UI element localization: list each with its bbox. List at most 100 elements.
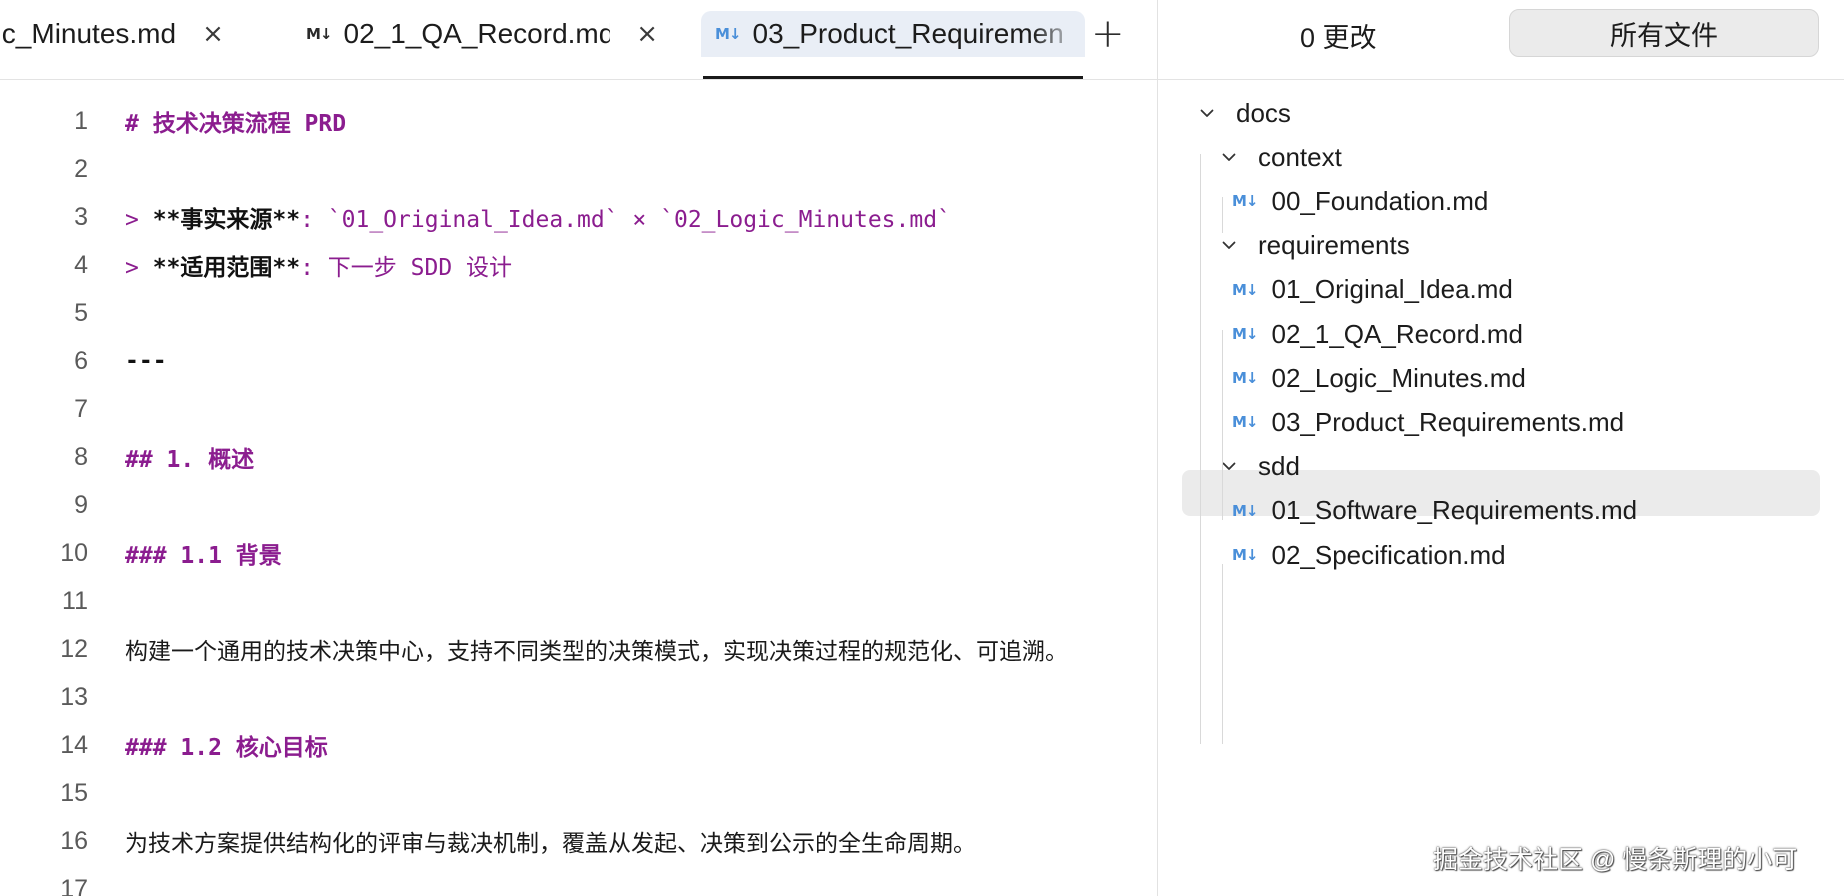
markdown-icon: M↓ bbox=[1232, 325, 1258, 343]
code-line[interactable]: 4 > **适用范围**: 下一步 SDD 设计 bbox=[0, 241, 1157, 289]
code-line[interactable]: 17 bbox=[0, 865, 1157, 896]
tree-item-label: context bbox=[1258, 141, 1342, 172]
close-icon[interactable]: × bbox=[636, 19, 658, 49]
tree-folder-docs[interactable]: docs bbox=[1198, 89, 1291, 137]
indent-guide bbox=[1222, 330, 1223, 520]
code-token: 构建一个通用的技术决策中心，支持不同类型的决策模式，实现决策过程的规范化、可追溯… bbox=[125, 639, 1068, 665]
markdown-icon: M↓ bbox=[1232, 413, 1258, 432]
line-content: # 技术决策流程 PRD bbox=[125, 104, 346, 138]
line-number: 16 bbox=[60, 826, 88, 855]
code-line[interactable]: 8## 1. 概述 bbox=[0, 433, 1157, 481]
tree-file[interactable]: M↓ 02_1_QA_Record.md bbox=[1232, 310, 1523, 358]
sidebar-header: 0 更改 所有文件 bbox=[1158, 0, 1844, 80]
line-number: 5 bbox=[74, 298, 88, 327]
tab-label: 03_Product_Requiremen bbox=[752, 18, 1064, 49]
code-line[interactable]: 3 > **事实来源**: `01_Original_Idea.md` × `02… bbox=[0, 193, 1157, 241]
chevron-down-icon[interactable] bbox=[1220, 153, 1238, 162]
chevron-down-icon[interactable] bbox=[1220, 241, 1238, 250]
code-line[interactable]: 10 ### 1.1 背景 bbox=[0, 529, 1157, 577]
tab-product-requirements[interactable]: M↓ 03_Product_Requiremen bbox=[701, 11, 1085, 57]
tree-folder-context[interactable]: context bbox=[1220, 133, 1342, 181]
code-line[interactable]: 9 bbox=[0, 481, 1157, 529]
markdown-icon: M↓ bbox=[1232, 192, 1258, 211]
tree-item-label: 01_Original_Idea.md bbox=[1271, 274, 1513, 305]
chevron-down-icon[interactable] bbox=[1198, 109, 1216, 118]
line-number: 10 bbox=[60, 538, 88, 567]
line-number: 9 bbox=[74, 490, 88, 519]
code-line[interactable]: 15 bbox=[0, 769, 1157, 817]
code-token: : `01_Original_Idea.md` × `02_Logic_Minu… bbox=[300, 207, 951, 233]
markdown-icon: M↓ bbox=[1232, 546, 1258, 564]
code-token: : 下一步 SDD 设计 bbox=[300, 255, 513, 281]
code-line[interactable]: 6 --- bbox=[0, 337, 1157, 385]
code-token: ## 1. 概述 bbox=[125, 447, 255, 473]
tree-item-label: 03_Product_Requirements.md bbox=[1271, 406, 1625, 437]
code-token: **事实来源** bbox=[152, 207, 301, 233]
line-content: ### 1.1 背景 bbox=[125, 536, 282, 570]
line-content: ### 1.2 核心目标 bbox=[125, 728, 328, 762]
code-line[interactable]: 2 bbox=[0, 145, 1157, 193]
line-number: 4 bbox=[74, 250, 88, 279]
tree-item-label: 00_Foundation.md bbox=[1271, 185, 1489, 216]
tab-bar: gic_Minutes.md × M↓ 02_1_QA_Record.md × … bbox=[0, 0, 1157, 80]
code-line[interactable]: 5 bbox=[0, 289, 1157, 337]
changes-tab[interactable]: 0 更改 bbox=[1300, 23, 1377, 53]
line-number: 15 bbox=[60, 778, 88, 807]
markdown-icon: M↓ bbox=[1232, 369, 1258, 388]
indent-guide bbox=[1222, 564, 1223, 744]
tree-file[interactable]: M↓ 00_Foundation.md bbox=[1232, 177, 1488, 225]
line-content: 构建一个通用的技术决策中心，支持不同类型的决策模式，实现决策过程的规范化、可追溯… bbox=[125, 632, 1068, 666]
active-tab-indicator bbox=[703, 76, 1083, 79]
code-line[interactable]: 7 bbox=[0, 385, 1157, 433]
code-token: > bbox=[125, 255, 153, 281]
tree-file[interactable]: M↓02_Specification.md bbox=[1232, 531, 1506, 579]
markdown-icon: M↓ bbox=[1232, 501, 1258, 520]
code-line[interactable]: 11 bbox=[0, 577, 1157, 625]
tree-file[interactable]: M↓ 02_Logic_Minutes.md bbox=[1232, 354, 1526, 402]
code-token: # 技术决策流程 PRD bbox=[125, 111, 347, 137]
code-token: ### 1.2 核心目标 bbox=[125, 735, 328, 761]
line-number: 6 bbox=[74, 346, 88, 375]
line-content: --- bbox=[125, 348, 167, 374]
tab-logic-minutes[interactable]: gic_Minutes.md × bbox=[0, 11, 262, 57]
all-files-button[interactable]: 所有文件 bbox=[1509, 9, 1819, 57]
code-line[interactable]: 13 bbox=[0, 673, 1157, 721]
code-token: > bbox=[125, 207, 153, 233]
code-line[interactable]: 16 为技术方案提供结构化的评审与裁决机制，覆盖从发起、决策到公示的全生命周期。 bbox=[0, 817, 1157, 865]
tab-label: gic_Minutes.md bbox=[0, 18, 177, 49]
line-number: 13 bbox=[60, 682, 88, 711]
editor-pane: gic_Minutes.md × M↓ 02_1_QA_Record.md × … bbox=[0, 0, 1158, 896]
line-content: ## 1. 概述 bbox=[125, 440, 254, 474]
tree-file[interactable]: M↓01_Original_Idea.md bbox=[1232, 266, 1513, 314]
tab-qa-record[interactable]: M↓ 02_1_QA_Record.md × bbox=[306, 11, 658, 57]
tree-file[interactable]: M↓ 01_Software_Requirements.md bbox=[1232, 487, 1637, 535]
chevron-down-icon[interactable] bbox=[1220, 462, 1238, 471]
tree-item-label: 02_1_QA_Record.md bbox=[1271, 318, 1523, 349]
tree-item-label: 02_Logic_Minutes.md bbox=[1271, 362, 1526, 393]
tree-item-label: sdd bbox=[1258, 451, 1300, 482]
markdown-icon: M↓ bbox=[715, 25, 741, 43]
line-content: 为技术方案提供结构化的评审与裁决机制，覆盖从发起、决策到公示的全生命周期。 bbox=[125, 824, 976, 858]
code-line[interactable]: 1# 技术决策流程 PRD bbox=[0, 97, 1157, 145]
tree-file[interactable]: M↓ 03_Product_Requirements.md bbox=[1232, 398, 1624, 446]
code-token: 为技术方案提供结构化的评审与裁决机制，覆盖从发起、决策到公示的全生命周期。 bbox=[125, 831, 976, 857]
code-token: **适用范围** bbox=[152, 255, 301, 281]
code-line[interactable]: 14### 1.2 核心目标 bbox=[0, 721, 1157, 769]
tree-item-label: 01_Software_Requirements.md bbox=[1271, 495, 1638, 526]
indent-guide bbox=[1200, 154, 1201, 744]
add-tab-button[interactable]: + bbox=[1091, 11, 1125, 57]
selected-row-highlight bbox=[1182, 470, 1820, 516]
line-content: > **事实来源**: `01_Original_Idea.md` × `02_… bbox=[125, 200, 951, 234]
close-icon[interactable]: × bbox=[202, 19, 224, 49]
markdown-icon: M↓ bbox=[306, 25, 332, 43]
line-number: 3 bbox=[74, 202, 88, 231]
tree-folder-sdd[interactable]: sdd bbox=[1220, 443, 1300, 491]
tree-item-label: docs bbox=[1236, 97, 1291, 128]
tree-folder-requirements[interactable]: requirements bbox=[1220, 222, 1410, 270]
code-token: --- bbox=[125, 348, 167, 374]
tab-label: 02_1_QA_Record.md bbox=[343, 18, 611, 49]
